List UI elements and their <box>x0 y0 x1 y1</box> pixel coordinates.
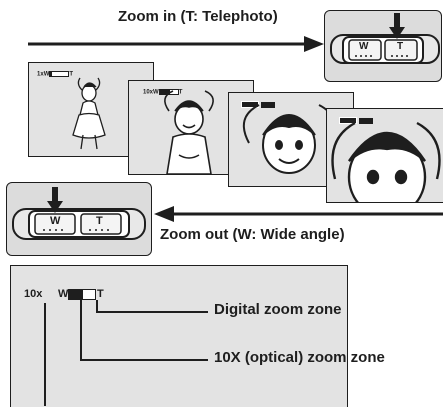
zoom-indicator-bar <box>68 289 96 300</box>
figure-illustration-wide <box>72 77 106 150</box>
zoom-lever-wide[interactable]: W T <box>6 182 152 256</box>
zoom-lever-telephoto[interactable]: W T <box>324 10 442 82</box>
switch-w-label: W <box>50 215 61 227</box>
zoom-out-label: Zoom out (W: Wide angle) <box>160 226 345 243</box>
zoom-out-arrow <box>154 206 443 222</box>
leader-digital-v <box>96 300 98 312</box>
zoom-bar-t-label: T <box>97 288 104 300</box>
zoom-in-label: Zoom in (T: Telephoto) <box>118 8 278 25</box>
zoom-in-arrow <box>28 36 324 52</box>
down-arrow-icon <box>389 13 405 39</box>
switch-t-label: T <box>397 41 404 52</box>
figure-illustration-mid <box>164 90 214 174</box>
digital-zoom-zone-label: Digital zoom zone <box>214 301 342 318</box>
figure-illustration-max <box>331 121 441 202</box>
zoom-lever-illustration-tele <box>330 13 440 64</box>
down-arrow-icon <box>47 187 63 213</box>
leader-digital-h <box>96 311 208 313</box>
leader-optical-h <box>80 359 208 361</box>
leader-zoom-value <box>44 303 46 406</box>
frame-zoom-indicator-digital-max <box>339 117 373 126</box>
switch-t-label: T <box>96 215 103 227</box>
zoom-indicator-fill <box>69 290 84 299</box>
viewfinder-closeup <box>10 265 348 407</box>
zoom-lever-illustration-wide <box>12 187 146 240</box>
zoom-value-readout: 10x <box>24 288 43 300</box>
switch-w-label: W <box>359 41 369 52</box>
leader-optical-v <box>80 300 82 360</box>
optical-zoom-zone-label: 10X (optical) zoom zone <box>214 349 385 366</box>
zoom-bar-w-label: W <box>58 288 69 300</box>
zoom-frame-4 <box>326 108 443 203</box>
